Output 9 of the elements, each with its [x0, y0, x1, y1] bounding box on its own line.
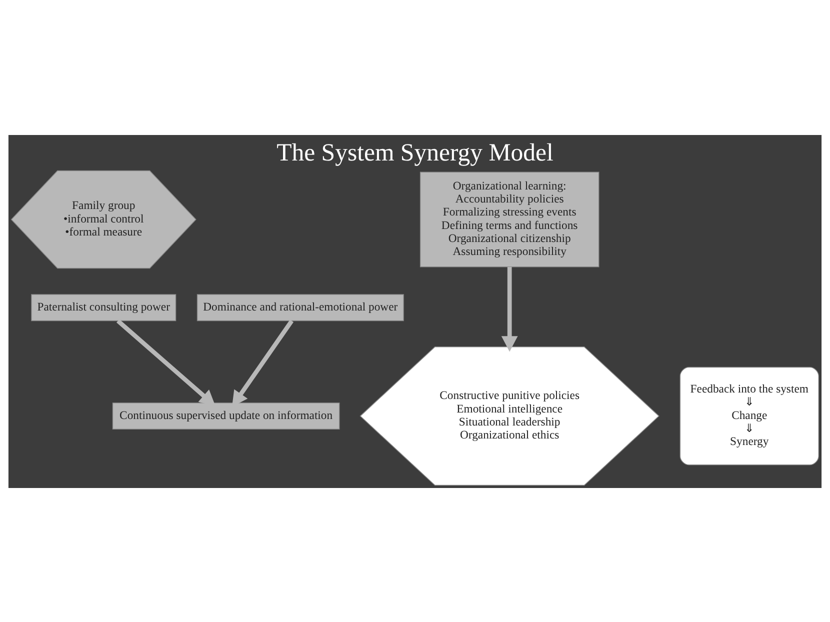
- node-box: Continuous supervised update on information: [112, 402, 340, 430]
- arrow: [116, 318, 216, 406]
- node-box: Paternalist consulting power: [31, 294, 176, 321]
- diagram-title: The System Synergy Model: [276, 139, 554, 166]
- arrow: [501, 266, 518, 352]
- node-box: Organizational learning: Accountability policies Formalizing stressing events Defining terms and functions Organizational citizenship Assuming responsibility: [420, 171, 600, 267]
- node-box: Feedback into the system ⇓ Change ⇓ Synergy: [680, 366, 819, 465]
- arrow: [232, 319, 294, 406]
- node-box: Dominance and rational-emotional power: [196, 294, 404, 321]
